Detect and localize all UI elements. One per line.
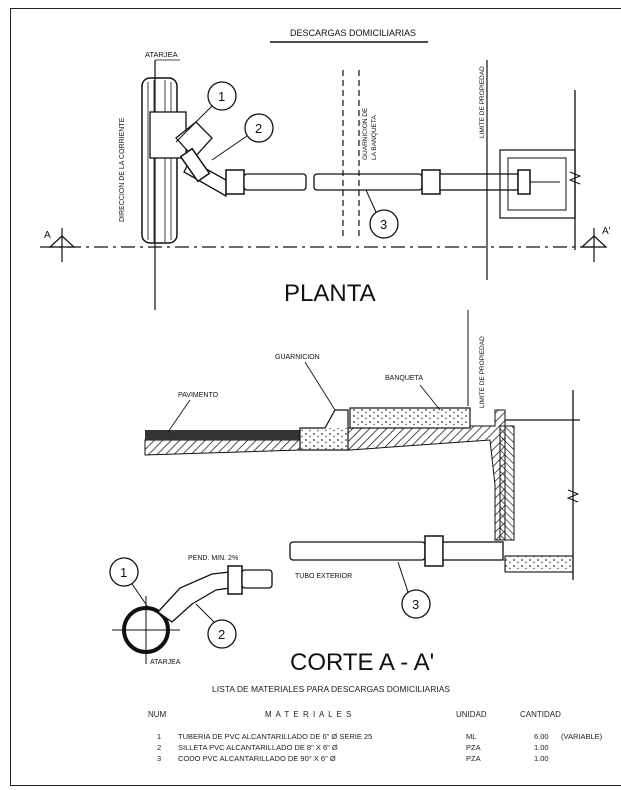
svg-text:2: 2 bbox=[218, 627, 225, 642]
guarnicion-label-line1: GUARNICION DE bbox=[362, 107, 369, 160]
plan-view-label: PLANTA bbox=[284, 280, 376, 307]
exterior-pipe-label: TUBO EXTERIOR bbox=[295, 573, 352, 580]
section-view: GUARNICION BANQUETA PAVIMENTO LIMITE DE … bbox=[109, 310, 580, 676]
plan-callout-2 bbox=[244, 113, 274, 143]
col-num: NUM bbox=[148, 710, 167, 719]
section-callout-3 bbox=[401, 589, 431, 619]
drawing-frame bbox=[10, 8, 621, 786]
svg-text:1: 1 bbox=[218, 89, 225, 104]
guarnicion-label: GUARNICION bbox=[275, 354, 320, 361]
svg-text:3: 3 bbox=[412, 597, 419, 612]
table-row: 1 TUBERIA DE PVC ALCANTARILLADO DE 6" Ø … bbox=[157, 732, 603, 741]
plan-callout-3 bbox=[369, 209, 399, 239]
col-materiales: M A T E R I A L E S bbox=[265, 710, 353, 719]
table-row: 2 SILLETA PVC ALCANTARILLADO DE 8" X 6" … bbox=[157, 743, 549, 752]
building-wall bbox=[499, 425, 515, 541]
section-mark-left: A bbox=[44, 230, 51, 241]
svg-text:3: 3 bbox=[380, 217, 387, 232]
slope-label: PEND. MIN. 2% bbox=[188, 555, 238, 562]
svg-text:1: 1 bbox=[120, 565, 127, 580]
section-exterior-pipe bbox=[289, 541, 426, 561]
plan-property-limit-label: LIMITE DE PROPIEDAD bbox=[479, 66, 486, 138]
section-mark-right: A' bbox=[602, 226, 611, 237]
plan-title: DESCARGAS DOMICILIARIAS bbox=[290, 28, 416, 38]
section-view-label: CORTE A - A' bbox=[290, 649, 434, 676]
svg-text:2: 2 bbox=[255, 121, 262, 136]
col-unidad: UNIDAD bbox=[456, 710, 487, 719]
atarjea-pipe bbox=[141, 77, 178, 244]
guarnicion-label-line2: LA BANQUETA bbox=[371, 115, 378, 160]
section-elbow bbox=[157, 571, 231, 623]
col-cantidad: CANTIDAD bbox=[520, 710, 561, 719]
plan-atarjea-label: ATARJEA bbox=[145, 50, 178, 59]
section-callout-1 bbox=[109, 557, 139, 587]
section-atarjea-label: ATARJEA bbox=[150, 659, 181, 666]
banqueta-label: BANQUETA bbox=[385, 375, 423, 382]
pavimento-label: PAVIMENTO bbox=[178, 392, 219, 399]
plan-callout-1 bbox=[207, 81, 237, 111]
table-row: 3 CODO PVC ALCANTARILLADO DE 90° X 6" Ø … bbox=[157, 754, 549, 763]
plan-view: DESCARGAS DOMICILIARIAS ATARJEA DIRECCIO… bbox=[40, 28, 611, 310]
section-property-limit-label: LIMITE DE PROPIEDAD bbox=[479, 336, 486, 408]
materials-title: LISTA DE MATERIALES PARA DESCARGAS DOMIC… bbox=[212, 684, 451, 694]
flow-direction-label: DIRECCION DE LA CORRIENTE bbox=[119, 117, 126, 222]
section-callout-2 bbox=[207, 619, 237, 649]
